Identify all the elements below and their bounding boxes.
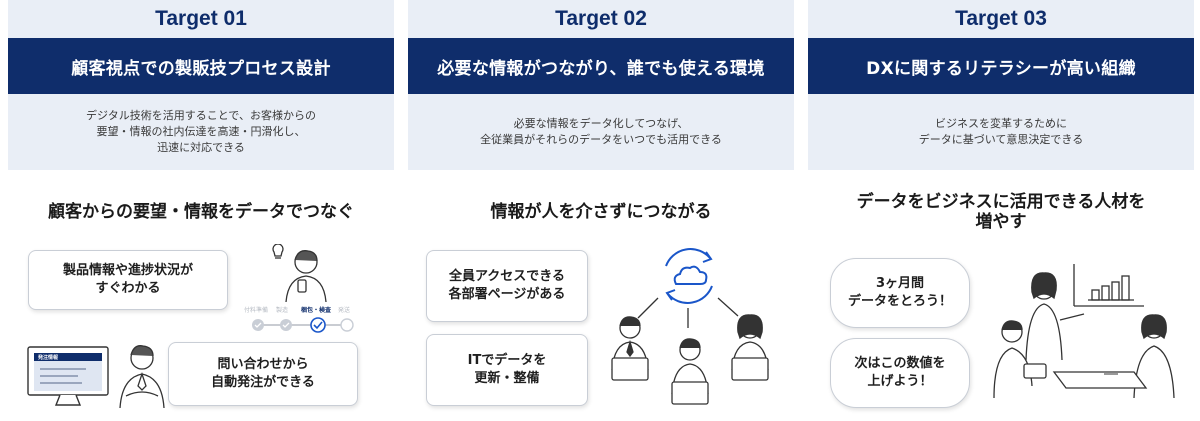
bubble-collect-data: 3ヶ月間 データをとろう！ — [830, 258, 970, 328]
person-icon — [112, 340, 172, 410]
subtitle-line: 顧客からの要望・情報をデータでつなぐ — [48, 202, 354, 222]
target-01-description: デジタル技術を活用することで、お客様からの 要望・情報の社内伝達を高速・円滑化し… — [8, 94, 394, 170]
desc-line: デジタル技術を活用することで、お客様からの — [85, 109, 316, 122]
bubble-line: ITでデータを — [467, 353, 547, 368]
desc-line: 迅速に対応できる — [157, 141, 245, 154]
target-03-subtitle: データをビジネスに活用できる人材を 増やす — [808, 192, 1194, 232]
bubble-department-pages: 全員アクセスできる 各部署ページがある — [426, 250, 588, 322]
bubble-auto-order: 問い合わせから 自動発注ができる — [168, 342, 358, 406]
desc-line: データに基づいて意思決定できる — [918, 133, 1084, 146]
target-03-label: Target 03 — [808, 0, 1194, 38]
target-02-column: Target 02 必要な情報がつながり、誰でも使える環境 必要な情報をデータ化… — [408, 0, 794, 421]
target-02-description: 必要な情報をデータ化してつなげ、 全従業員がそれらのデータをいつでも活用できる — [408, 94, 794, 170]
bubble-line: 自動発注ができる — [211, 375, 315, 390]
step-label: 発送 — [338, 307, 351, 314]
target-02-subtitle: 情報が人を介さずにつながる — [408, 202, 794, 222]
bubble-line: 全員アクセスできる — [448, 269, 566, 284]
target-01-label: Target 01 — [8, 0, 394, 38]
bubble-line: 3ヶ月間 — [875, 276, 925, 291]
subtitle-line: 情報が人を介さずにつながる — [490, 202, 712, 222]
person-icon — [268, 244, 338, 304]
desc-line: 必要な情報をデータ化してつなげ、 — [513, 117, 689, 130]
monitor-icon — [26, 345, 110, 409]
person-icon — [984, 268, 1194, 412]
bubble-line: 問い合わせから — [217, 357, 309, 372]
bubble-line: 各部署ページがある — [448, 287, 566, 302]
bubble-line: データをとろう！ — [847, 294, 952, 309]
target-03-description: ビジネスを変革するために データに基づいて意思決定できる — [808, 94, 1194, 170]
bubble-line: 上げよう！ — [867, 374, 933, 389]
bubble-line: 製品情報や進捗状況が — [62, 263, 193, 278]
target-03-heading: DXに関するリテラシーが高い組織 — [808, 38, 1194, 94]
subtitle-line: データをビジネスに活用できる人材を — [856, 192, 1146, 212]
subtitle-line: 増やす — [975, 212, 1027, 232]
target-01-column: Target 01 顧客視点での製販技プロセス設計 デジタル技術を活用することで… — [8, 0, 394, 421]
bubble-product-info: 製品情報や進捗状況が すぐわかる — [28, 250, 228, 310]
target-02-heading: 必要な情報がつながり、誰でも使える環境 — [408, 38, 794, 94]
progress-steps — [248, 316, 358, 334]
step-label-active: 梱包・検査 — [301, 307, 332, 314]
cloud-sync-icon — [598, 244, 788, 414]
bubble-raise-metric: 次はこの数値を 上げよう！ — [830, 338, 970, 408]
step-label: 製造 — [276, 307, 289, 314]
step-label: 付料準備 — [244, 307, 269, 314]
target-03-column: Target 03 DXに関するリテラシーが高い組織 ビジネスを変革するために … — [808, 0, 1194, 421]
laptop-icon — [598, 308, 788, 418]
bar-chart-icon — [1070, 262, 1146, 310]
target-02-label: Target 02 — [408, 0, 794, 38]
desc-line: ビジネスを変革するために — [935, 117, 1067, 130]
bubble-line: 更新・整備 — [474, 371, 540, 386]
target-01-subtitle: 顧客からの要望・情報をデータでつなぐ — [8, 202, 394, 222]
bubble-line: すぐわかる — [95, 281, 161, 296]
bubble-line: 次はこの数値を — [854, 356, 946, 371]
screen-label: 発注情報 — [38, 355, 59, 361]
target-01-heading: 顧客視点での製販技プロセス設計 — [8, 38, 394, 94]
bubble-it-data: ITでデータを 更新・整備 — [426, 334, 588, 406]
desc-line: 要望・情報の社内伝達を高速・円滑化し、 — [96, 125, 306, 138]
desc-line: 全従業員がそれらのデータをいつでも活用できる — [480, 133, 722, 146]
